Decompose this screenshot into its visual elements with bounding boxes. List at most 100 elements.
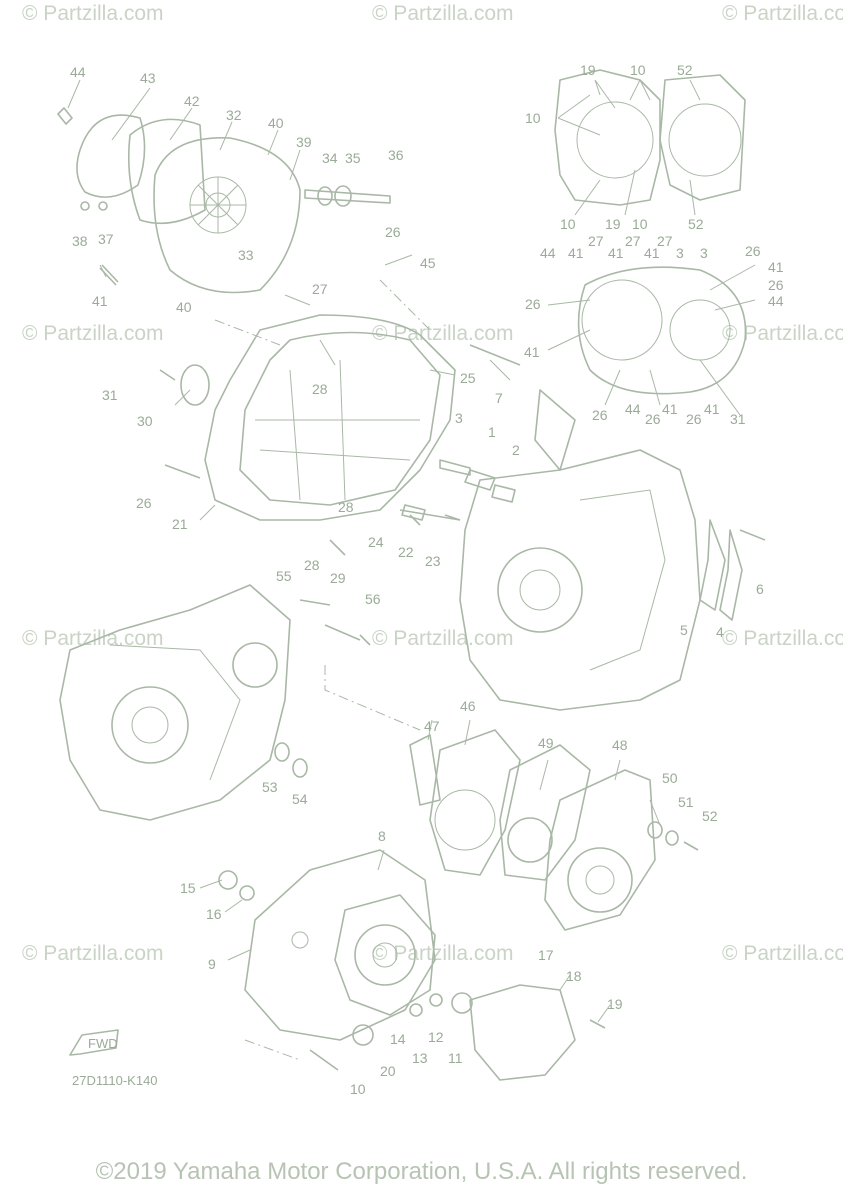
callout-label: 46 (460, 698, 476, 714)
callout-label: 10 (632, 216, 648, 232)
callout-label: 50 (662, 770, 678, 786)
callout-label: 48 (612, 737, 628, 753)
callout-label: 55 (276, 568, 292, 584)
watermark: © Partzilla.com (22, 2, 164, 25)
callout-label: 33 (238, 247, 254, 263)
callout-label: 41 (662, 401, 678, 417)
callout-labels: 44 43 42 32 40 39 34 35 36 38 37 33 41 4… (70, 62, 784, 1097)
callout-label: 35 (345, 150, 361, 166)
callout-label: 8 (378, 828, 386, 844)
callout-label: 41 (92, 293, 108, 309)
crankcase-right (401, 344, 766, 711)
callout-label: 56 (365, 591, 381, 607)
callout-label: 51 (678, 794, 694, 810)
callout-label: 38 (72, 233, 88, 249)
callout-label: 26 (592, 407, 608, 423)
callout-label: 4 (716, 624, 724, 640)
callout-label: 31 (730, 411, 746, 427)
assembly-lines (214, 279, 431, 1061)
callout-label: 5 (680, 622, 688, 638)
callout-label: 41 (608, 245, 624, 261)
callout-label: 45 (420, 255, 436, 271)
cover-assembly-top-left (57, 107, 391, 294)
callout-label: 36 (388, 147, 404, 163)
callout-label: 31 (102, 387, 118, 403)
leader-lines (67, 79, 756, 1023)
callout-label: 52 (702, 808, 718, 824)
callout-label: 6 (756, 581, 764, 597)
callout-label: 26 (745, 243, 761, 259)
fwd-arrow: FWD (69, 1029, 119, 1056)
callout-label: 10 (525, 110, 541, 126)
callout-label: 18 (566, 968, 582, 984)
callout-label: 41 (704, 401, 720, 417)
callout-label: 21 (172, 516, 188, 532)
callout-label: 53 (262, 779, 278, 795)
watermark: © Partzilla.com (22, 627, 164, 650)
callout-label: 27 (625, 233, 641, 249)
callout-label: 28 (304, 557, 320, 573)
watermark: © Partzilla.com (722, 942, 843, 965)
callout-label: 37 (98, 231, 114, 247)
callout-label: 43 (140, 70, 156, 86)
callout-label: 16 (206, 906, 222, 922)
callout-label: 2 (512, 442, 520, 458)
watermark: © Partzilla.com (22, 942, 164, 965)
crankcase-left (59, 584, 371, 821)
callout-label: 41 (524, 344, 540, 360)
crankcase-cover-left (159, 314, 461, 556)
callout-label: 23 (425, 553, 441, 569)
callout-label: 27 (657, 233, 673, 249)
watermark: © Partzilla.com (722, 2, 843, 25)
covers-lower-right (409, 729, 699, 931)
callout-label: 26 (645, 411, 661, 427)
callout-label: 26 (768, 277, 784, 293)
callout-label: 52 (677, 62, 693, 78)
gasket-top-right (554, 69, 746, 206)
callout-label: 3 (676, 245, 684, 261)
callout-label: 3 (700, 245, 708, 261)
callout-label: 26 (686, 411, 702, 427)
clutch-cover-bottom (218, 849, 606, 1081)
callout-label: 15 (180, 880, 196, 896)
callout-label: 26 (385, 224, 401, 240)
callout-label: 27 (588, 233, 604, 249)
callout-label: 40 (176, 299, 192, 315)
callout-label: 44 (540, 245, 556, 261)
callout-label: 41 (768, 259, 784, 275)
watermark: © Partzilla.com (722, 322, 843, 345)
callout-label: 34 (322, 150, 338, 166)
callout-label: 29 (330, 570, 346, 586)
fwd-label: FWD (88, 1036, 118, 1051)
callout-label: 22 (398, 544, 414, 560)
diagram-code: 27D1110-K140 (72, 1073, 158, 1088)
watermark: © Partzilla.com (372, 627, 514, 650)
watermark: © Partzilla.com (372, 2, 514, 25)
callout-label: 12 (428, 1029, 444, 1045)
callout-label: 32 (226, 107, 242, 123)
callout-label: 13 (412, 1050, 428, 1066)
callout-label: 44 (768, 293, 784, 309)
gasket-round-right (577, 266, 747, 395)
callout-label: 28 (312, 381, 328, 397)
callout-label: 41 (568, 245, 584, 261)
callout-label: 27 (312, 281, 328, 297)
callout-label: 1 (488, 424, 496, 440)
watermark: © Partzilla.com (372, 942, 514, 965)
callout-label: 3 (455, 410, 463, 426)
callout-label: 14 (390, 1031, 406, 1047)
watermark: © Partzilla.com (372, 322, 514, 345)
watermark: © Partzilla.com (722, 627, 843, 650)
callout-label: 30 (137, 413, 153, 429)
callout-label: 10 (350, 1081, 366, 1097)
callout-label: 10 (560, 216, 576, 232)
watermark: © Partzilla.com (22, 322, 164, 345)
callout-label: 11 (448, 1050, 463, 1066)
callout-label: 7 (495, 390, 503, 406)
callout-label: 44 (70, 64, 86, 80)
callout-label: 54 (292, 791, 308, 807)
callout-label: 44 (625, 401, 641, 417)
callout-label: 17 (538, 947, 554, 963)
callout-label: 19 (580, 62, 596, 78)
callout-label: 26 (525, 296, 541, 312)
